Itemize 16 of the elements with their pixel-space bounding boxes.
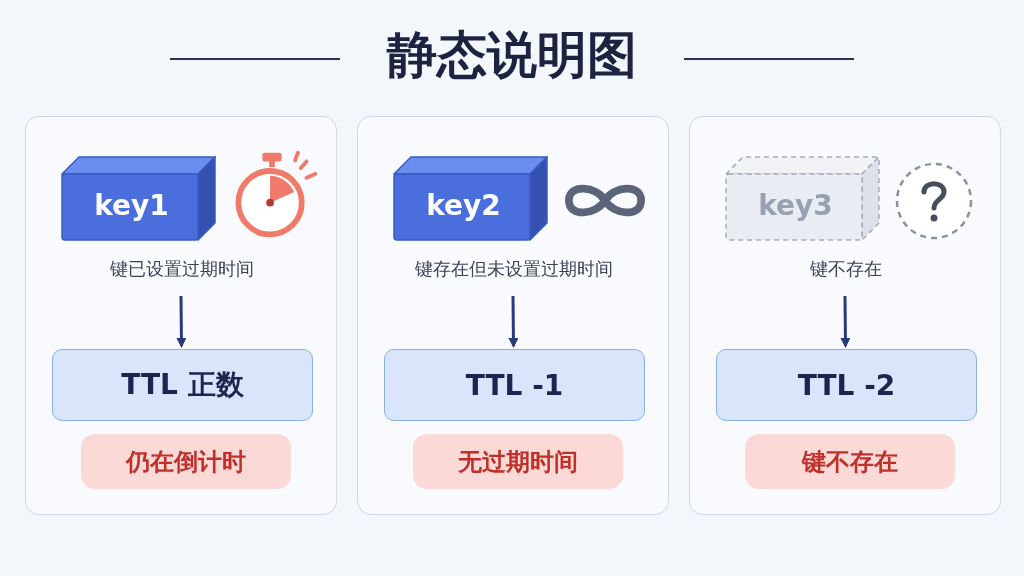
status-badge: 键不存在 <box>745 434 955 489</box>
title: 静态说明图 <box>387 25 637 86</box>
status-badge: 仍在倒计时 <box>81 434 291 489</box>
caption-text: 键已设置过期时间 <box>110 257 254 281</box>
panel-card <box>357 116 669 515</box>
arrow <box>840 296 851 348</box>
caption-text: 键存在但未设置过期时间 <box>415 257 613 281</box>
ttl-box: TTL -2 <box>716 349 977 421</box>
caption-text: 键不存在 <box>810 257 882 281</box>
ttl-box: TTL 正数 <box>52 349 313 421</box>
ttl-box: TTL -1 <box>384 349 645 421</box>
panel-card <box>689 116 1001 515</box>
arrow <box>176 296 187 348</box>
arrow <box>508 296 519 348</box>
panel-card <box>25 116 337 515</box>
status-badge: 无过期时间 <box>413 434 623 489</box>
